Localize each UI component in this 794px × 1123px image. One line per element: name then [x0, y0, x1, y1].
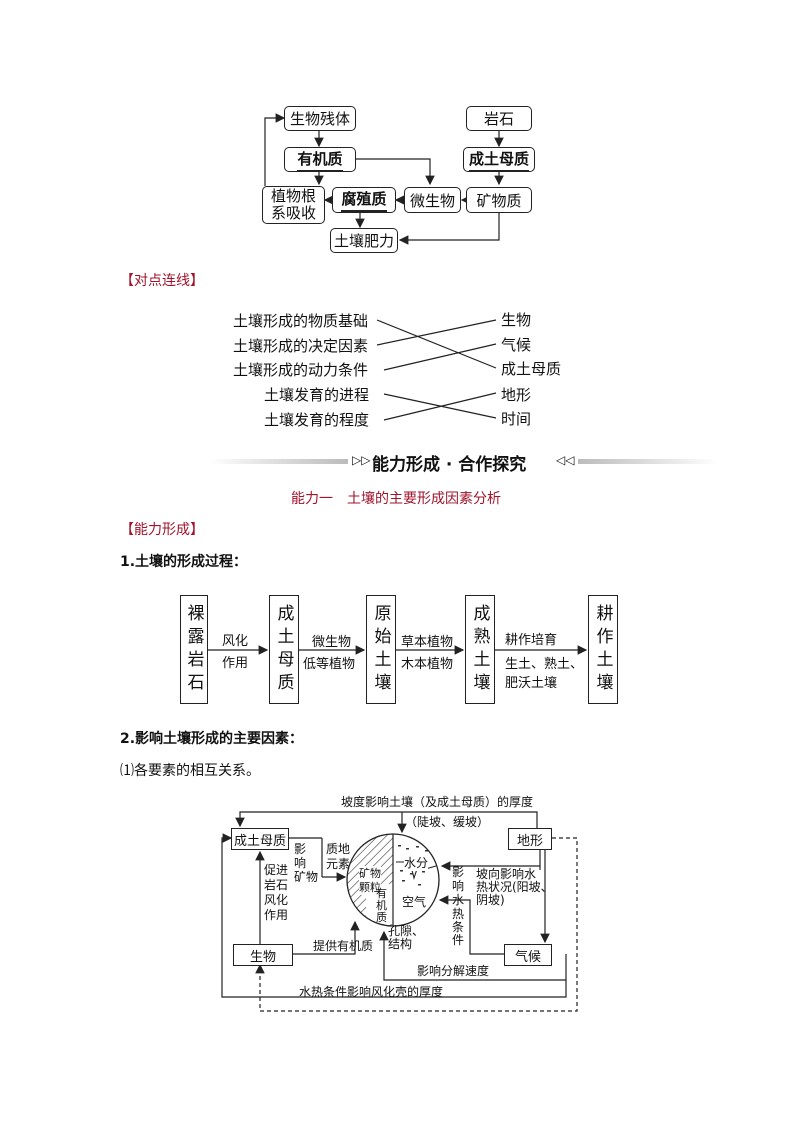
- soil-water-label: 水分: [404, 856, 428, 871]
- soil-air-label: 空气: [402, 895, 426, 910]
- slope-types-label: （陡坡、缓坡）: [405, 815, 489, 830]
- organic-matter-3: 质: [376, 912, 387, 924]
- factor-organism-label: 生物: [250, 946, 276, 965]
- factor-climate-box: 气候: [504, 944, 552, 966]
- material-element-1: 质地: [326, 842, 350, 857]
- affect-mineral-1: 影: [294, 842, 306, 857]
- provide-organic-label: 提供有机质: [313, 939, 373, 954]
- factor-parent-box: 成土母质: [231, 828, 289, 850]
- affect-water-1: 影: [452, 865, 464, 880]
- promote-weathering-3: 风化: [264, 893, 288, 908]
- heat-cond-3: 件: [452, 933, 464, 948]
- affect-mineral-3: 矿物: [294, 870, 318, 885]
- slope-thickness-label: 坡度影响土壤（及成土母质）的厚度: [341, 795, 533, 810]
- promote-weathering-4: 作用: [264, 908, 288, 923]
- affect-water-3: 水: [452, 893, 464, 908]
- pore-structure-2: 结构: [388, 937, 412, 952]
- slope-aspect-3: 阴坡): [476, 893, 505, 908]
- factor-organism-box: 生物: [233, 944, 293, 966]
- promote-weathering-2: 岩石: [264, 878, 288, 893]
- factor-terrain-box: 地形: [508, 828, 552, 850]
- factor-climate-label: 气候: [515, 946, 541, 965]
- material-element-2: 元素: [326, 857, 350, 872]
- affect-mineral-2: 响: [294, 856, 306, 871]
- weathering-crust-label: 水热条件影响风化壳的厚度: [299, 985, 443, 1000]
- decomposition-speed-label: 影响分解速度: [417, 964, 489, 979]
- factor-parent-label: 成土母质: [234, 830, 286, 849]
- mineral-particle-1: 矿物: [359, 866, 381, 881]
- promote-weathering-1: 促进: [264, 863, 288, 878]
- factor-terrain-label: 地形: [517, 830, 543, 849]
- affect-water-2: 响: [452, 879, 464, 894]
